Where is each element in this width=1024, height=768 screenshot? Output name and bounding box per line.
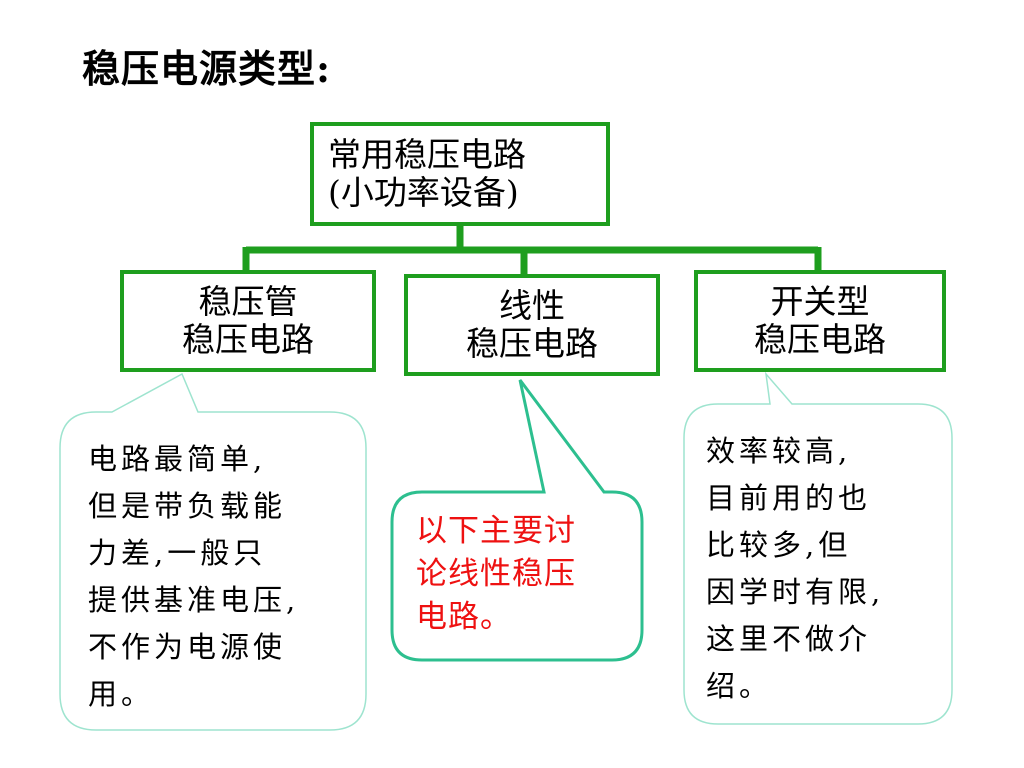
callout-line: 这里不做介 <box>706 622 872 656</box>
callout-line: 不作为电源使 <box>88 630 287 664</box>
child-node-line2: 稳压电路 <box>754 320 886 359</box>
callout-switch-bubble <box>683 371 953 725</box>
child-node-linear: 线性 稳压电路 <box>404 274 660 376</box>
child-node-line1: 线性 <box>499 286 565 325</box>
callout-zener-text: 电路最简单, 但是带负载能 力差,一般只 提供基准电压, 不作为电源使 用。 <box>88 436 299 718</box>
callout-line: 力差,一般只 <box>88 536 267 570</box>
callout-zener-bubble <box>59 372 367 731</box>
callout-line: 用。 <box>88 677 155 711</box>
callout-line: 电路最简单, <box>88 442 267 476</box>
callout-line: 电路。 <box>416 599 512 635</box>
child-node-line2: 稳压电路 <box>466 324 598 363</box>
callout-line: 效率较高, <box>706 434 852 468</box>
child-node-line1: 稳压管 <box>198 282 298 321</box>
child-node-zener: 稳压管 稳压电路 <box>120 270 376 372</box>
page-title: 稳压电源类型: <box>82 46 332 91</box>
root-node-line2: (小功率设备) <box>328 173 519 212</box>
child-node-line1: 开关型 <box>770 282 870 321</box>
callout-line: 因学时有限, <box>706 575 885 609</box>
callout-line: 目前用的也 <box>706 481 872 515</box>
callout-line: 以下主要讨 <box>416 513 576 549</box>
callout-linear-text: 以下主要讨 论线性稳压 电路。 <box>416 510 576 639</box>
child-node-line2: 稳压电路 <box>182 320 314 359</box>
callout-linear-bubble <box>390 379 644 662</box>
callout-line: 论线性稳压 <box>416 556 576 592</box>
callout-line: 比较多,但 <box>706 528 852 562</box>
callout-line: 但是带负载能 <box>88 489 287 523</box>
callout-line: 提供基准电压, <box>88 583 300 617</box>
child-node-switching: 开关型 稳压电路 <box>694 270 946 372</box>
callout-line: 绍。 <box>706 669 773 703</box>
callout-switch-text: 效率较高, 目前用的也 比较多,但 因学时有限, 这里不做介 绍。 <box>706 428 884 710</box>
root-node-line1: 常用稳压电路 <box>328 135 526 174</box>
tree-connectors <box>242 226 822 276</box>
root-node: 常用稳压电路 (小功率设备) <box>310 122 610 226</box>
